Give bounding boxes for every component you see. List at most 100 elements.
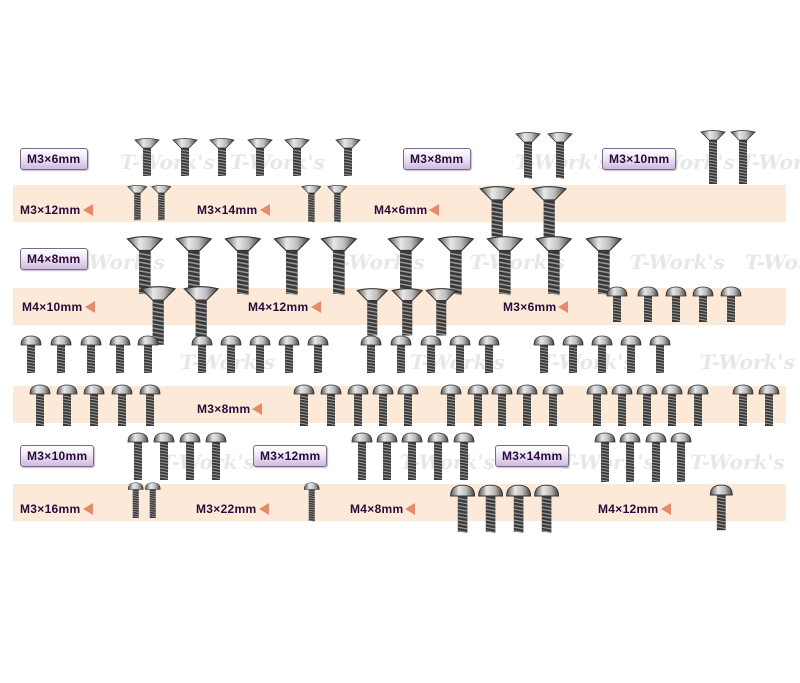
button-head-screw-icon (709, 484, 733, 531)
button-head-screw-icon (586, 384, 608, 426)
flat-head-screw-icon (209, 138, 235, 176)
size-label: M3×8mm (403, 148, 471, 170)
button-head-screw-icon (56, 384, 78, 426)
button-head-screw-icon (372, 384, 394, 426)
watermark: T-Work's (690, 450, 785, 474)
button-head-screw-icon (542, 384, 564, 426)
pointer-arrow-icon (429, 204, 440, 216)
pointer-arrow-icon (83, 503, 94, 515)
size-label: M3×14mm (495, 445, 570, 467)
button-head-screw-icon (427, 432, 449, 480)
button-head-screw-icon (591, 335, 613, 373)
flat-head-screw-icon (126, 185, 148, 221)
flat-head-screw-icon (247, 138, 273, 176)
size-label: M4×8mm (350, 502, 404, 516)
button-head-screw-icon (307, 335, 329, 373)
button-head-screw-icon (179, 432, 201, 480)
size-label: M3×12mm (253, 445, 328, 467)
size-label: M3×6mm (503, 300, 557, 314)
size-label: M3×10mm (602, 148, 677, 170)
flat-head-screw-icon (140, 286, 176, 345)
button-head-screw-icon (670, 432, 692, 482)
flat-head-screw-icon (320, 236, 358, 296)
flat-head-screw-icon (535, 236, 573, 296)
button-head-screw-icon (611, 384, 633, 426)
pointer-arrow-icon (259, 503, 270, 515)
button-head-screw-icon (687, 384, 709, 426)
button-head-screw-icon (506, 484, 532, 534)
size-label: M4×8mm (20, 248, 88, 270)
button-head-screw-icon (478, 484, 504, 534)
flat-head-screw-icon (425, 288, 457, 336)
button-head-screw-icon (153, 432, 175, 480)
watermark: T-Work's (745, 250, 800, 274)
size-label: M4×12mm (248, 300, 309, 314)
button-head-screw-icon (390, 335, 412, 373)
watermark: T-Work's (700, 350, 795, 374)
button-head-screw-icon (450, 484, 476, 534)
flat-head-screw-icon (335, 138, 361, 176)
flat-head-screw-icon (326, 185, 348, 223)
button-head-screw-icon (534, 484, 560, 534)
flat-head-screw-icon (585, 236, 623, 296)
button-head-screw-icon (50, 335, 72, 373)
button-head-screw-icon (636, 384, 658, 426)
size-label: M3×6mm (20, 148, 88, 170)
size-label: M4×6mm (374, 203, 428, 217)
button-head-screw-icon (376, 432, 398, 480)
flat-head-screw-icon (547, 132, 573, 179)
button-head-screw-icon (720, 286, 742, 322)
button-head-screw-icon (128, 482, 144, 518)
button-head-screw-icon (645, 432, 667, 482)
size-label: M4×12mm (598, 502, 659, 516)
size-label: M3×8mm (197, 402, 251, 416)
flat-head-screw-icon (437, 236, 475, 296)
flat-head-screw-icon (224, 236, 262, 296)
button-head-screw-icon (320, 384, 342, 426)
button-head-screw-icon (111, 384, 133, 426)
size-label: M4×10mm (22, 300, 83, 314)
button-head-screw-icon (649, 335, 671, 373)
flat-head-screw-icon (150, 185, 172, 221)
button-head-screw-icon (491, 384, 513, 426)
pointer-arrow-icon (260, 204, 271, 216)
button-head-screw-icon (351, 432, 373, 480)
flat-head-screw-icon (183, 286, 219, 345)
button-head-screw-icon (20, 335, 42, 373)
button-head-screw-icon (665, 286, 687, 322)
pointer-arrow-icon (661, 503, 672, 515)
button-head-screw-icon (661, 384, 683, 426)
button-head-screw-icon (360, 335, 382, 373)
pointer-arrow-icon (311, 301, 322, 313)
button-head-screw-icon (83, 384, 105, 426)
flat-head-screw-icon (134, 138, 160, 176)
flat-head-screw-icon (273, 236, 311, 296)
size-label: M3×10mm (20, 445, 95, 467)
button-head-screw-icon (732, 384, 754, 426)
button-head-screw-icon (606, 286, 628, 322)
button-head-screw-icon (347, 384, 369, 426)
size-label: M3×12mm (20, 203, 81, 217)
flat-head-screw-icon (300, 185, 322, 223)
size-label: M3×16mm (20, 502, 81, 516)
button-head-screw-icon (127, 432, 149, 480)
button-head-screw-icon (478, 335, 500, 373)
pointer-arrow-icon (558, 301, 569, 313)
button-head-screw-icon (440, 384, 462, 426)
button-head-screw-icon (516, 384, 538, 426)
button-head-screw-icon (533, 335, 555, 373)
pointer-arrow-icon (252, 403, 263, 415)
flat-head-screw-icon (515, 132, 541, 179)
button-head-screw-icon (205, 432, 227, 480)
watermark: T-Work's (230, 150, 325, 174)
flat-head-screw-icon (391, 288, 423, 336)
button-head-screw-icon (139, 384, 161, 426)
flat-head-screw-icon (700, 130, 726, 184)
flat-head-screw-icon (172, 138, 198, 176)
button-head-screw-icon (397, 384, 419, 426)
button-head-screw-icon (145, 482, 161, 518)
pointer-arrow-icon (85, 301, 96, 313)
row-band (13, 484, 786, 521)
button-head-screw-icon (401, 432, 423, 480)
button-head-screw-icon (467, 384, 489, 426)
